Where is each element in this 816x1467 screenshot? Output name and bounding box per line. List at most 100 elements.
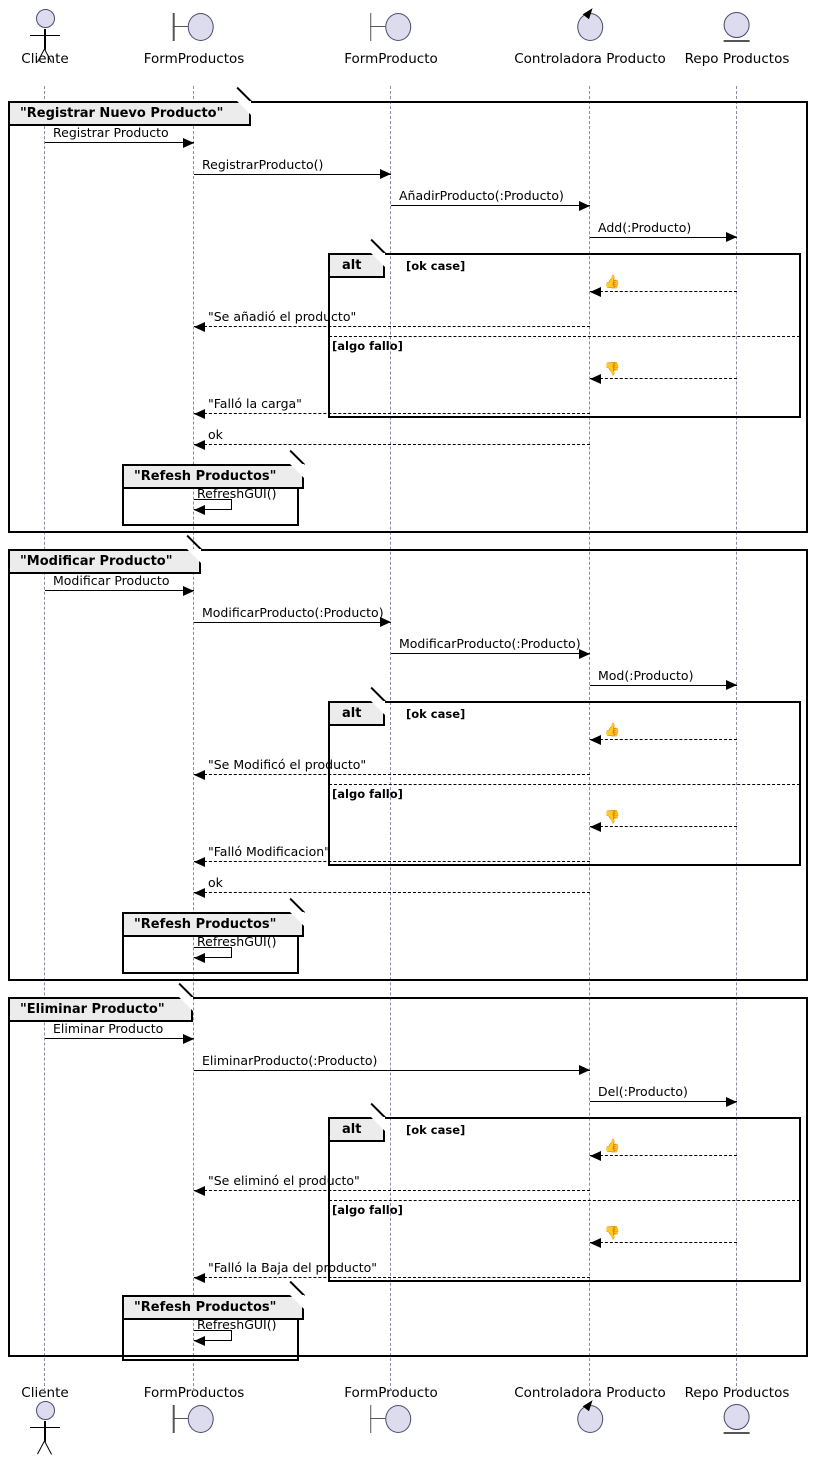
arrowhead-left [590,286,601,297]
alt-frame-1 [328,701,801,866]
alt-frame-2 [328,1117,801,1282]
message-line [194,326,590,327]
alt-condition: [algo fallo] [332,787,403,801]
actor-part [30,1427,60,1429]
boundary-part [188,1405,214,1433]
status-emoji: 👍 [604,275,621,290]
arrowhead-right [183,137,194,148]
arrowhead-right [579,200,590,211]
arrowhead-left [590,821,601,832]
boundary-part [370,26,385,28]
entity-part [723,12,750,38]
message-line [194,1277,590,1278]
arrowhead-right [183,585,194,596]
message-line [194,774,590,775]
arrowhead-left [194,887,205,898]
inner-frame-1 [122,912,299,974]
message-line [590,1101,737,1102]
participant-name: Cliente [21,1385,69,1401]
self-msg-top [194,499,232,500]
self-msg-arrowhead [194,504,205,515]
boundary-part [370,1418,385,1420]
actor-part [35,1401,55,1420]
arrowhead-left [194,856,205,867]
participant-name: Cliente [21,51,69,67]
alt-divider [329,1200,800,1201]
arrowhead-right [726,680,737,690]
arrowhead-right [380,617,391,627]
boundary-part [188,13,214,41]
arrowhead-right [579,1065,590,1075]
self-message-label: RefreshGUI() [197,934,277,949]
message-label: Add(:Producto) [598,219,692,235]
message-label: RegistrarProducto() [202,156,324,172]
message-line [590,291,737,292]
control-icon [560,5,620,52]
entity-part [723,1404,750,1430]
message-line [391,205,590,206]
self-msg-right [231,1330,232,1340]
message-label: "Se Modificó el producto" [208,757,367,772]
entity-icon [707,8,767,52]
participant-header-1[interactable]: FormProductos [143,8,245,67]
self-msg-top [194,947,232,948]
arrowhead-left [194,1185,205,1196]
participant-header-4[interactable]: Repo Productos [685,8,789,66]
lifeline-0 [44,86,46,1391]
arrowhead-left [590,373,601,384]
group-frame-2 [8,997,808,1357]
message-line [590,1242,737,1243]
alt-frame-1-label: alt [330,701,386,726]
alt-condition: [ok case] [406,259,466,273]
message-line [45,142,194,143]
message-line [590,826,737,827]
arrowhead-left [194,408,205,419]
participant-footer-4[interactable]: Repo Productos [685,1386,789,1444]
arrowhead-right [183,1033,194,1044]
message-label: Eliminar Producto [53,1021,164,1036]
participant-footer-3[interactable]: Controladora Producto [514,1386,666,1444]
message-label: ModificarProducto(:Producto) [399,636,581,651]
actor-part [30,35,60,37]
inner-frame-1-label: "Refesh Productos" [124,912,305,937]
participant-name: FormProductos [143,51,245,67]
alt-frame-2-label: alt [330,1117,386,1142]
self-msg-bottom [194,509,232,510]
participant-header-0[interactable]: Cliente [15,8,75,66]
group-frame-0-label: "Registrar Nuevo Producto" [10,101,252,126]
message-line [194,1190,590,1191]
participant-header-3[interactable]: Controladora Producto [514,5,666,67]
message-line [194,621,391,623]
status-emoji: 👎 [604,810,621,825]
message-line [590,1155,737,1156]
participant-name: Controladora Producto [514,51,666,67]
message-label: "Falló la carga" [208,396,302,411]
message-line [194,413,590,414]
lifeline-2 [390,86,392,1391]
self-msg-arrowhead [194,952,205,963]
message-label: Registrar Producto [53,125,169,140]
participant-name: Controladora Producto [514,1385,666,1401]
alt-condition: [algo fallo] [332,1203,403,1217]
participant-footer-2[interactable]: FormProducto [344,1386,438,1444]
entity-icon [707,1400,767,1444]
actor-part [44,1421,46,1442]
actor-icon [15,1400,75,1455]
arrowhead-left [194,321,205,332]
arrowhead-left [194,1272,205,1283]
participant-footer-1[interactable]: FormProductos [144,1386,244,1444]
entity-part [723,1432,750,1434]
boundary-icon [361,1400,421,1444]
control-part [576,13,603,41]
lifeline-1 [193,86,195,1391]
status-emoji: 👎 [604,1226,621,1241]
participant-footer-0[interactable]: Cliente [15,1385,75,1455]
group-frame-2-label: "Eliminar Producto" [10,997,193,1022]
alt-condition: [ok case] [406,1123,466,1137]
self-msg-top [194,1330,232,1331]
self-msg-right [231,947,232,957]
message-line [194,444,590,445]
message-label: "Se añadió el producto" [208,309,357,324]
message-line [194,1069,590,1071]
participant-header-2[interactable]: FormProducto [344,8,438,66]
